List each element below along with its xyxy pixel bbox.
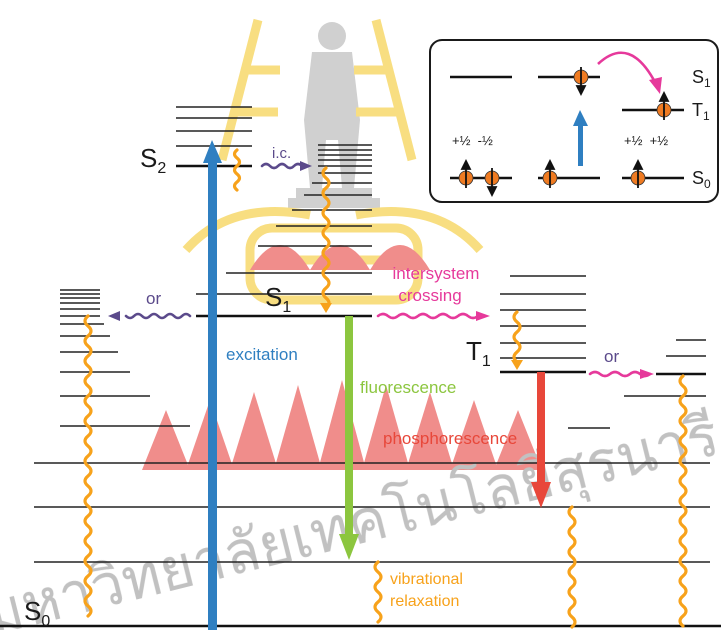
vibrational-relaxation-t1 (514, 312, 520, 362)
vibrational-label-1: vibrational (390, 571, 463, 588)
or-left-arrow (126, 314, 190, 318)
fluorescence-arrow (345, 316, 353, 536)
intersystem-label-2: crossing (398, 286, 461, 305)
s1-label: S1 (265, 282, 291, 316)
or-left-head (108, 311, 120, 321)
phosphorescence-arrow (537, 372, 545, 484)
inset-spin-right-label: +½ +½ (624, 133, 668, 148)
internal-conversion-arrow (262, 164, 302, 168)
vibrational-relaxation-t1-head (511, 360, 523, 370)
vibrational-label-2: relaxation (390, 593, 459, 610)
fluorescence-label: fluorescence (360, 378, 456, 397)
s2-label: S2 (140, 143, 166, 177)
intersystem-crossing-head (476, 311, 490, 321)
vibrational-relaxation-s0-right (569, 507, 575, 627)
inset-excitation-arrow (578, 124, 583, 166)
watermark-text: มหาวิทยาลัยเทคโนโลยีสุรนารี (0, 401, 721, 630)
or-right-label: or (604, 347, 619, 366)
vibrational-relaxation-s2 (235, 150, 240, 190)
ic-label: i.c. (272, 145, 291, 162)
excitation-arrow (208, 160, 217, 630)
t1-label: T1 (466, 336, 491, 370)
vibrational-relaxation-s1-head (320, 303, 332, 313)
spin-inset: S1 T1 S0 +½ -½ +½ +½ (430, 40, 718, 202)
intersystem-crossing-arrow (378, 314, 478, 318)
phosphorescence-label: phosphorescence (383, 429, 517, 448)
excitation-label: excitation (226, 345, 298, 364)
excitation-arrowhead (203, 140, 222, 163)
intersystem-label-1: intersystem (393, 264, 480, 283)
inset-spin-left-label: +½ -½ (452, 133, 493, 148)
vibrational-relaxation-s0-mid (375, 562, 381, 622)
or-left-label: or (146, 289, 161, 308)
or-right-head (640, 369, 654, 379)
